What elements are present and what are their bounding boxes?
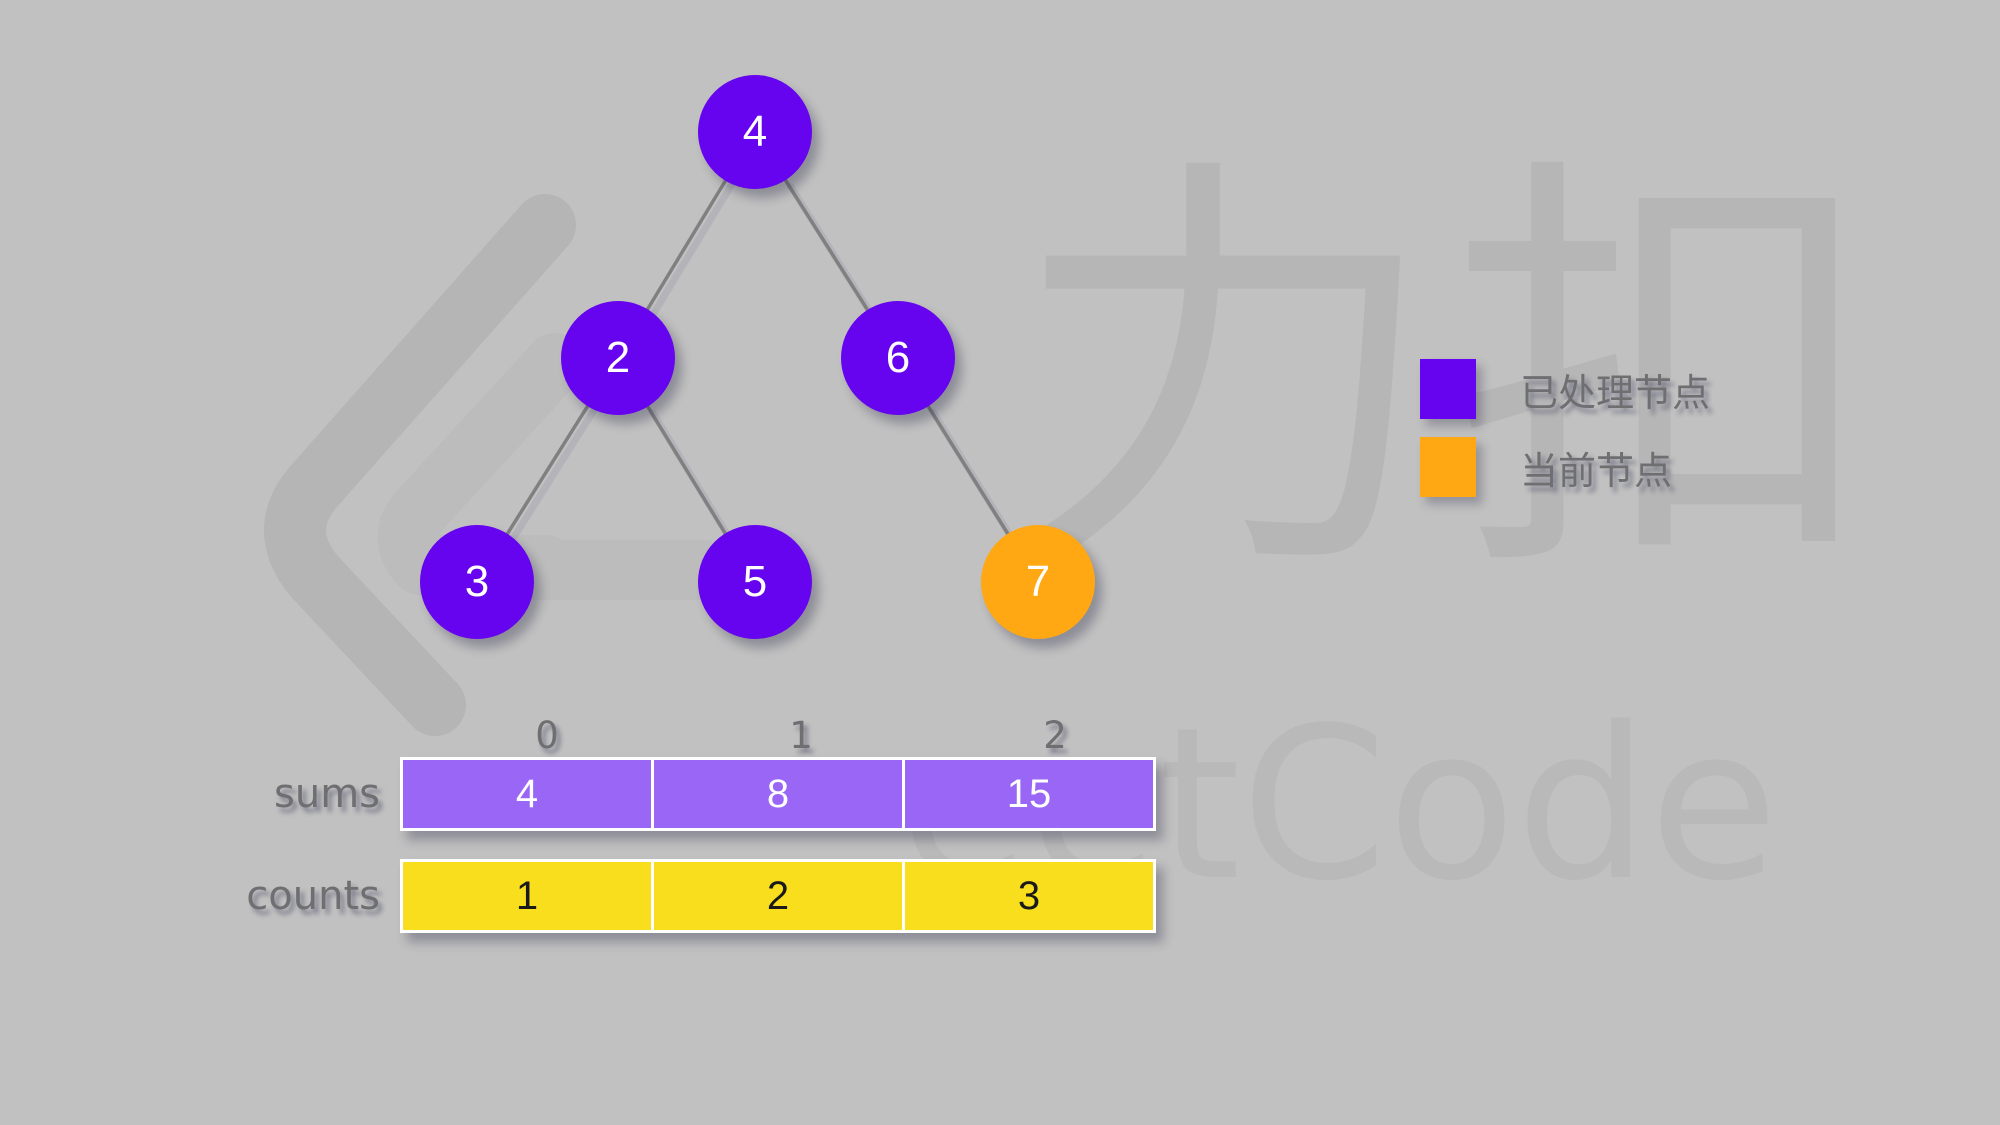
tree-node-label: 3 [464,557,490,606]
array-cell-sums-2[interactable]: 15 [902,757,1156,831]
array-index-0: 0 [535,714,559,757]
tree-node-label: 6 [885,333,911,382]
tree-edge-n6-n7 [926,404,1010,536]
array-index-2: 2 [1043,714,1067,757]
array-cell-sums-1[interactable]: 8 [651,757,905,831]
legend-swatch-processed-icon [1420,359,1476,419]
tree-node-label: 2 [605,333,631,382]
tree-edge-shadow [649,183,734,319]
array-cell-counts-2[interactable]: 3 [902,859,1156,933]
tree-node-4[interactable]: 4 [698,75,812,189]
tree-node-5[interactable]: 5 [698,525,812,639]
tree-edge-n4-n2 [645,178,728,312]
tree-node-6[interactable]: 6 [841,301,955,415]
tree-node-label: 5 [742,557,768,606]
tree-node-label: 4 [742,107,768,156]
legend-item-current: 当前节点 [1420,428,1710,506]
legend-label: 当前节点 [1520,448,1673,493]
legend-swatch-current-icon [1420,437,1476,497]
legend-label: 已处理节点 [1520,370,1711,415]
array-label-counts: counts [246,873,380,919]
tree-edge-n2-n5 [645,404,728,536]
legend-item-processed: 已处理节点 [1420,350,1710,428]
array-index-header: 0 1 2 [420,714,1182,757]
tree-edge-n2-n3 [505,404,590,536]
array-label-sums: sums [274,771,380,817]
tree-node-label: 7 [1025,557,1051,606]
array-cell-counts-1[interactable]: 2 [651,859,905,933]
tree-node-3[interactable]: 3 [420,525,534,639]
array-cell-counts-0[interactable]: 1 [400,859,654,933]
tree-edge-shadow [508,408,597,544]
array-cell-sums-0[interactable]: 4 [400,757,654,831]
array-index-1: 1 [789,714,813,757]
tree-node-2[interactable]: 2 [561,301,675,415]
tree-node-7[interactable]: 7 [981,525,1095,639]
tree-edge-n4-n6 [783,178,870,312]
legend: 已处理节点当前节点 [1420,350,1710,506]
